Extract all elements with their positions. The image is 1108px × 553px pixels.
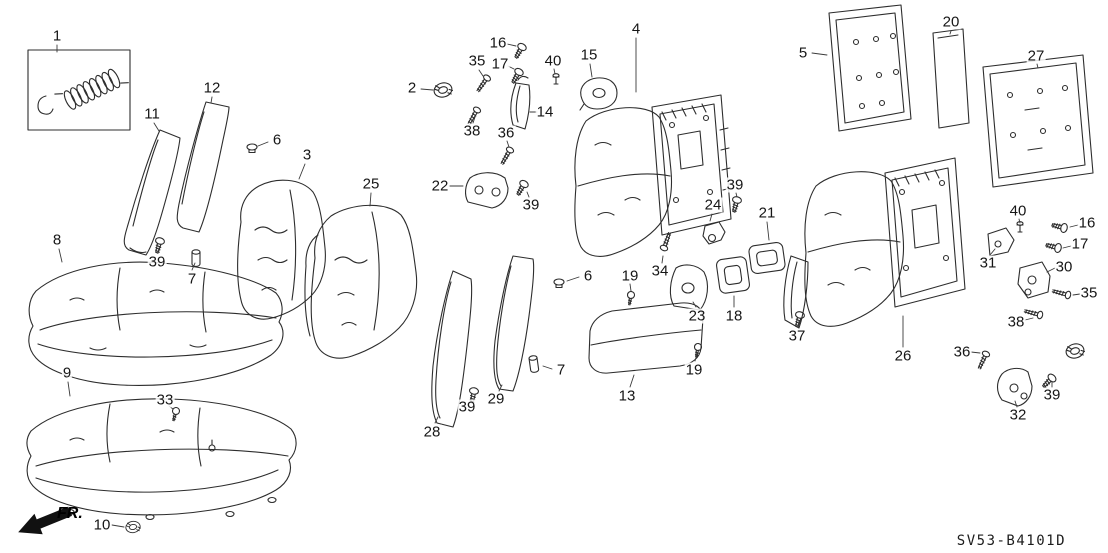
part-label-36a: 36 bbox=[496, 124, 516, 142]
seat-back-cushion-4 bbox=[574, 107, 673, 257]
part-label-3: 3 bbox=[301, 146, 313, 164]
part-label-35b: 35 bbox=[1079, 284, 1099, 302]
part-label-13: 13 bbox=[617, 387, 637, 405]
part-label-21: 21 bbox=[757, 204, 777, 222]
leader-lines bbox=[56, 30, 1081, 528]
part-label-28: 28 bbox=[422, 423, 442, 441]
strap-14 bbox=[510, 75, 531, 130]
part-label-14: 14 bbox=[535, 103, 555, 121]
part-label-40a: 40 bbox=[543, 52, 563, 70]
seat-cushion-8 bbox=[28, 261, 284, 386]
part-label-35a: 35 bbox=[467, 52, 487, 70]
part-label-40b: 40 bbox=[1008, 202, 1028, 220]
seat-back-frame-4 bbox=[651, 94, 732, 236]
part-label-17b: 17 bbox=[1070, 235, 1090, 253]
side-flap-26 bbox=[783, 255, 809, 329]
part-label-26: 26 bbox=[893, 347, 913, 365]
seat-back-cushion-3 bbox=[237, 179, 326, 320]
part-label-39a: 39 bbox=[147, 253, 167, 271]
part-label-10: 10 bbox=[92, 516, 112, 534]
part-label-24: 24 bbox=[703, 196, 723, 214]
hinge-bracket-32 bbox=[996, 367, 1033, 407]
part-label-38b: 38 bbox=[1006, 313, 1026, 331]
hinge-bracket-30 bbox=[1017, 261, 1051, 299]
part-label-36b: 36 bbox=[952, 343, 972, 361]
part-label-18: 18 bbox=[724, 307, 744, 325]
seat-back-frame-26 bbox=[884, 157, 966, 308]
part-label-33: 33 bbox=[155, 391, 175, 409]
shelf-panel-5 bbox=[828, 4, 912, 132]
seat-back-cushion-26 bbox=[804, 171, 905, 327]
side-panel-12 bbox=[176, 101, 230, 233]
side-panel-11 bbox=[123, 129, 181, 256]
part-label-16b: 16 bbox=[1077, 214, 1097, 232]
part-label-19a: 19 bbox=[620, 267, 640, 285]
part-label-37: 37 bbox=[787, 327, 807, 345]
part-label-39c: 39 bbox=[725, 176, 745, 194]
part-label-32: 32 bbox=[1008, 406, 1028, 424]
part-label-15: 15 bbox=[579, 46, 599, 64]
part-label-1: 1 bbox=[51, 27, 63, 45]
part-label-25: 25 bbox=[361, 175, 381, 193]
part-label-31: 31 bbox=[978, 254, 998, 272]
part-label-39e: 39 bbox=[1042, 386, 1062, 404]
part-label-17a: 17 bbox=[490, 55, 510, 73]
part-label-23: 23 bbox=[687, 307, 707, 325]
striker-cover-21 bbox=[748, 241, 786, 275]
bracket-24 bbox=[702, 221, 726, 245]
part-label-16a: 16 bbox=[488, 34, 508, 52]
spring-kit-box bbox=[27, 49, 131, 131]
seat-back-cushion-25 bbox=[304, 204, 418, 359]
side-panel-29 bbox=[493, 255, 535, 392]
part-label-12: 12 bbox=[202, 79, 222, 97]
part-label-9: 9 bbox=[61, 364, 73, 382]
shelf-panel-27 bbox=[982, 54, 1094, 188]
part-label-34: 34 bbox=[650, 262, 670, 280]
part-label-8: 8 bbox=[51, 231, 63, 249]
part-label-7b: 7 bbox=[555, 361, 567, 379]
part-label-30: 30 bbox=[1054, 258, 1074, 276]
shelf-panel-20 bbox=[932, 28, 970, 129]
guide-15 bbox=[579, 77, 618, 111]
part-label-6a: 6 bbox=[271, 131, 283, 149]
part-label-11: 11 bbox=[143, 105, 161, 123]
latch-plate-22 bbox=[465, 172, 509, 209]
part-label-4: 4 bbox=[630, 20, 642, 38]
part-label-39b: 39 bbox=[521, 196, 541, 214]
part-label-20: 20 bbox=[941, 13, 961, 31]
striker-cover-18 bbox=[716, 256, 750, 294]
part-label-27: 27 bbox=[1026, 47, 1046, 65]
seat-cushion-9 bbox=[26, 398, 297, 521]
fr-text: FR. bbox=[57, 505, 83, 522]
side-panel-28 bbox=[431, 270, 473, 428]
part-label-19b: 19 bbox=[684, 361, 704, 379]
part-label-38a: 38 bbox=[462, 122, 482, 140]
part-label-5: 5 bbox=[797, 44, 809, 62]
part-label-2a: 2 bbox=[406, 79, 418, 97]
part-label-7a: 7 bbox=[186, 270, 198, 288]
diagram-code: SV53-B4101D bbox=[956, 533, 1066, 549]
part-label-6b: 6 bbox=[582, 267, 594, 285]
bracket-31 bbox=[987, 227, 1015, 257]
cover-23 bbox=[669, 264, 709, 311]
part-label-22: 22 bbox=[430, 177, 450, 195]
fr-direction-arrow bbox=[18, 506, 72, 535]
part-label-39d: 39 bbox=[457, 398, 477, 416]
part-label-29: 29 bbox=[486, 390, 506, 408]
